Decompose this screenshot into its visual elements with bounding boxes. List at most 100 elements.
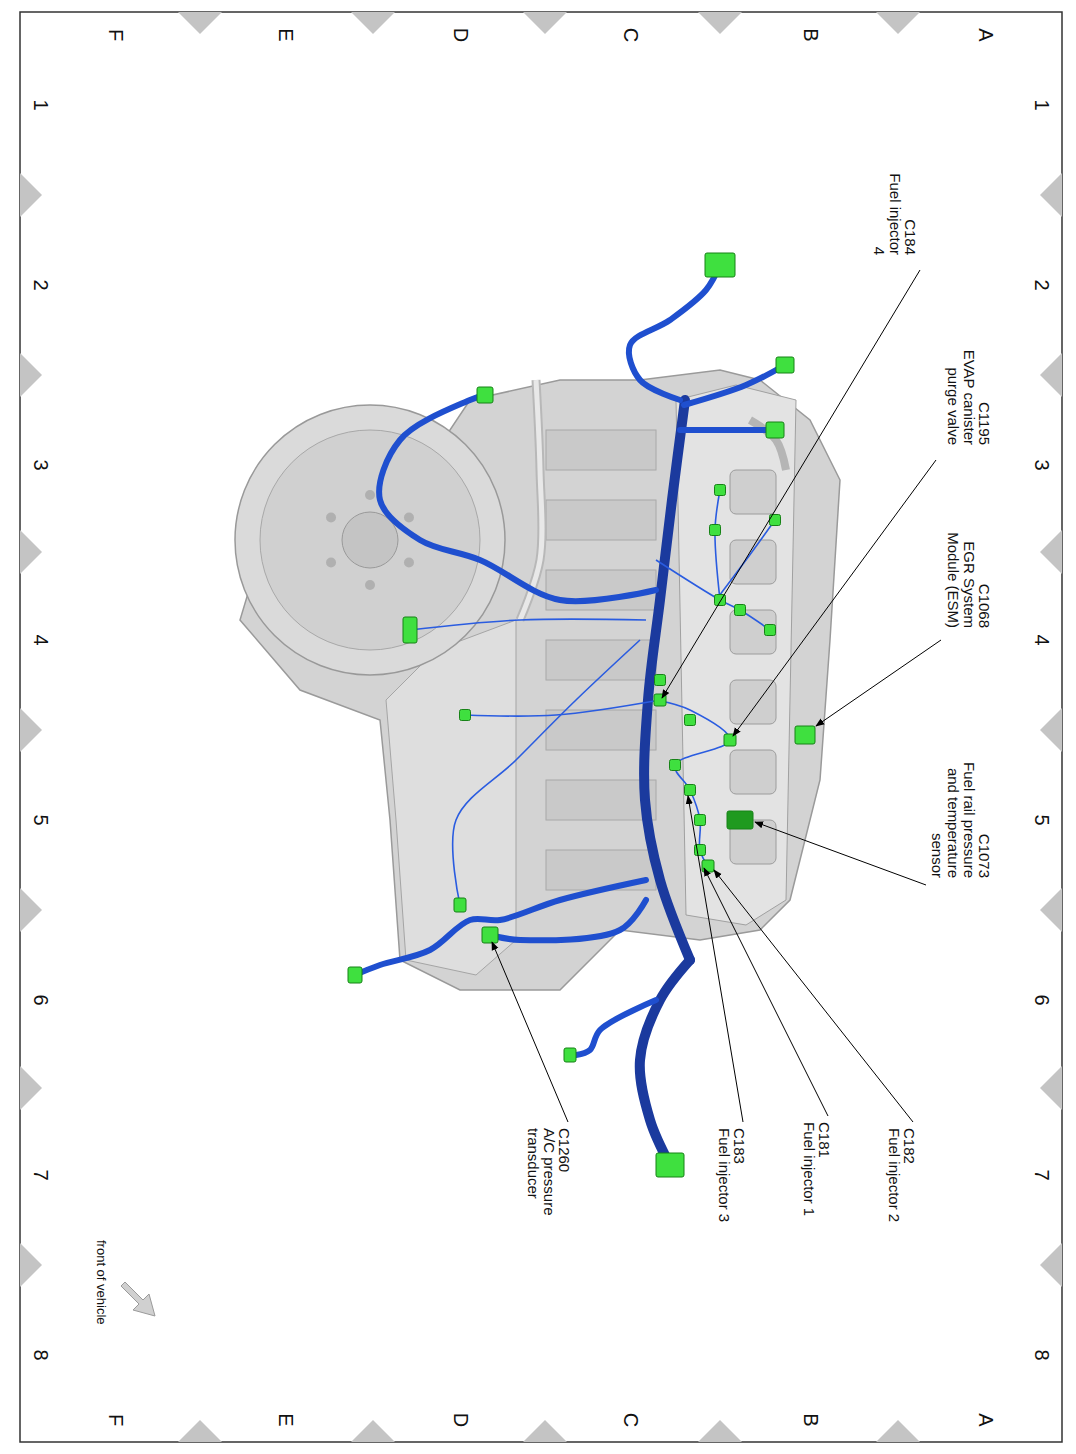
grid-number: 7 bbox=[30, 1155, 51, 1195]
grid-marker bbox=[178, 1420, 222, 1442]
grid-number: 8 bbox=[30, 1335, 51, 1375]
direction-note: front of vehicle bbox=[94, 1240, 108, 1380]
leader-line bbox=[662, 270, 920, 698]
intake-runner bbox=[730, 750, 776, 794]
leader-line bbox=[704, 868, 828, 1116]
connector-body bbox=[695, 815, 706, 826]
connector-id: C1195 bbox=[976, 375, 992, 445]
grid-letter: D bbox=[450, 20, 471, 50]
grid-marker bbox=[20, 1243, 42, 1287]
grid-marker bbox=[1040, 530, 1062, 574]
grid-letter: F bbox=[105, 20, 126, 50]
grid-letter: A bbox=[975, 1405, 996, 1435]
grid-marker bbox=[1040, 1243, 1062, 1287]
grid-marker bbox=[523, 12, 567, 34]
grid-marker bbox=[698, 1420, 742, 1442]
harness-wire bbox=[410, 619, 646, 630]
connector-body bbox=[710, 525, 721, 536]
connector-label: Fuel injector 2 bbox=[886, 1128, 902, 1253]
cylinder-head bbox=[676, 385, 796, 925]
harness-branch bbox=[355, 880, 646, 975]
leader-line bbox=[755, 822, 926, 885]
grid-letter: B bbox=[800, 1405, 821, 1435]
harness-trunk bbox=[644, 400, 690, 960]
connector-body bbox=[776, 357, 794, 373]
grid-marker bbox=[20, 888, 42, 932]
grid-marker bbox=[20, 1066, 42, 1110]
grid-marker bbox=[1040, 1066, 1062, 1110]
grid-number: 5 bbox=[30, 800, 51, 840]
grid-marker bbox=[351, 1420, 395, 1442]
harness-branch bbox=[490, 900, 646, 940]
connector-body bbox=[670, 760, 681, 771]
engine-block bbox=[240, 370, 840, 990]
connector-body bbox=[460, 710, 471, 721]
grid-letter: C bbox=[620, 20, 641, 50]
intake-runner bbox=[730, 470, 776, 514]
grid-letter: C bbox=[620, 1405, 641, 1435]
connector-id: C1068 bbox=[976, 558, 992, 628]
connector-body bbox=[477, 387, 493, 403]
connector-body bbox=[724, 734, 736, 746]
connector-label: Fuel injector 3 bbox=[716, 1128, 732, 1253]
connector-body bbox=[702, 860, 714, 872]
grid-number: 6 bbox=[30, 980, 51, 1020]
harness-trunk bbox=[640, 960, 690, 1165]
flywheel bbox=[235, 405, 505, 675]
connector-id: C1073 bbox=[976, 808, 992, 878]
connector-body bbox=[655, 675, 666, 686]
grid-number: 3 bbox=[1031, 445, 1052, 485]
block-rib bbox=[546, 570, 656, 610]
block-rib bbox=[546, 500, 656, 540]
connector-body bbox=[403, 617, 417, 643]
grid-number: 8 bbox=[1031, 1335, 1052, 1375]
grid-number: 6 bbox=[1031, 980, 1052, 1020]
grid-letter: A bbox=[975, 20, 996, 50]
grid-number: 1 bbox=[30, 85, 51, 125]
connector-id: C1260 bbox=[556, 1128, 572, 1198]
grid-marker bbox=[1040, 708, 1062, 752]
grid-marker bbox=[876, 1420, 920, 1442]
flywheel-bolt bbox=[404, 558, 414, 568]
leader-line bbox=[492, 942, 568, 1122]
grid-letter: F bbox=[105, 1405, 126, 1435]
connector-body bbox=[482, 927, 498, 943]
engine-drawing bbox=[235, 370, 840, 990]
harness-wire bbox=[715, 490, 720, 600]
leader-line bbox=[714, 870, 913, 1122]
connector-body bbox=[454, 898, 466, 912]
connector-body bbox=[685, 785, 696, 796]
grid-letter: E bbox=[275, 20, 296, 50]
leader-line bbox=[816, 640, 941, 726]
connector-body bbox=[795, 726, 815, 744]
connector-body bbox=[766, 422, 784, 438]
grid-number: 2 bbox=[30, 265, 51, 305]
grid-marker bbox=[178, 12, 222, 34]
harness-branch bbox=[629, 265, 720, 400]
grid-number: 5 bbox=[1031, 800, 1052, 840]
connector-body bbox=[654, 694, 666, 706]
harness-branch bbox=[379, 395, 656, 601]
grid-marker bbox=[1040, 353, 1062, 397]
flywheel-bolt bbox=[365, 490, 375, 500]
block-rib bbox=[546, 430, 656, 470]
grid-marker bbox=[20, 353, 42, 397]
connector-id: C182 bbox=[901, 1128, 917, 1198]
harness-branch bbox=[684, 365, 785, 405]
flywheel-bolt bbox=[365, 580, 375, 590]
block-rib bbox=[546, 640, 656, 680]
direction-arrow bbox=[121, 1282, 155, 1316]
connector-label: Fuel rail pressure and temperature senso… bbox=[929, 753, 977, 878]
connector-id: C181 bbox=[816, 1122, 832, 1192]
harness-branch bbox=[576, 1000, 656, 1055]
connector-label: Fuel injector 1 bbox=[801, 1122, 817, 1247]
harness-wire bbox=[656, 700, 730, 870]
grid-number: 4 bbox=[30, 620, 51, 660]
connector-body bbox=[685, 715, 696, 726]
grid-number: 7 bbox=[1031, 1155, 1052, 1195]
block-rib bbox=[546, 710, 656, 750]
wiring-harness bbox=[348, 253, 815, 1177]
harness-branch bbox=[680, 427, 775, 433]
